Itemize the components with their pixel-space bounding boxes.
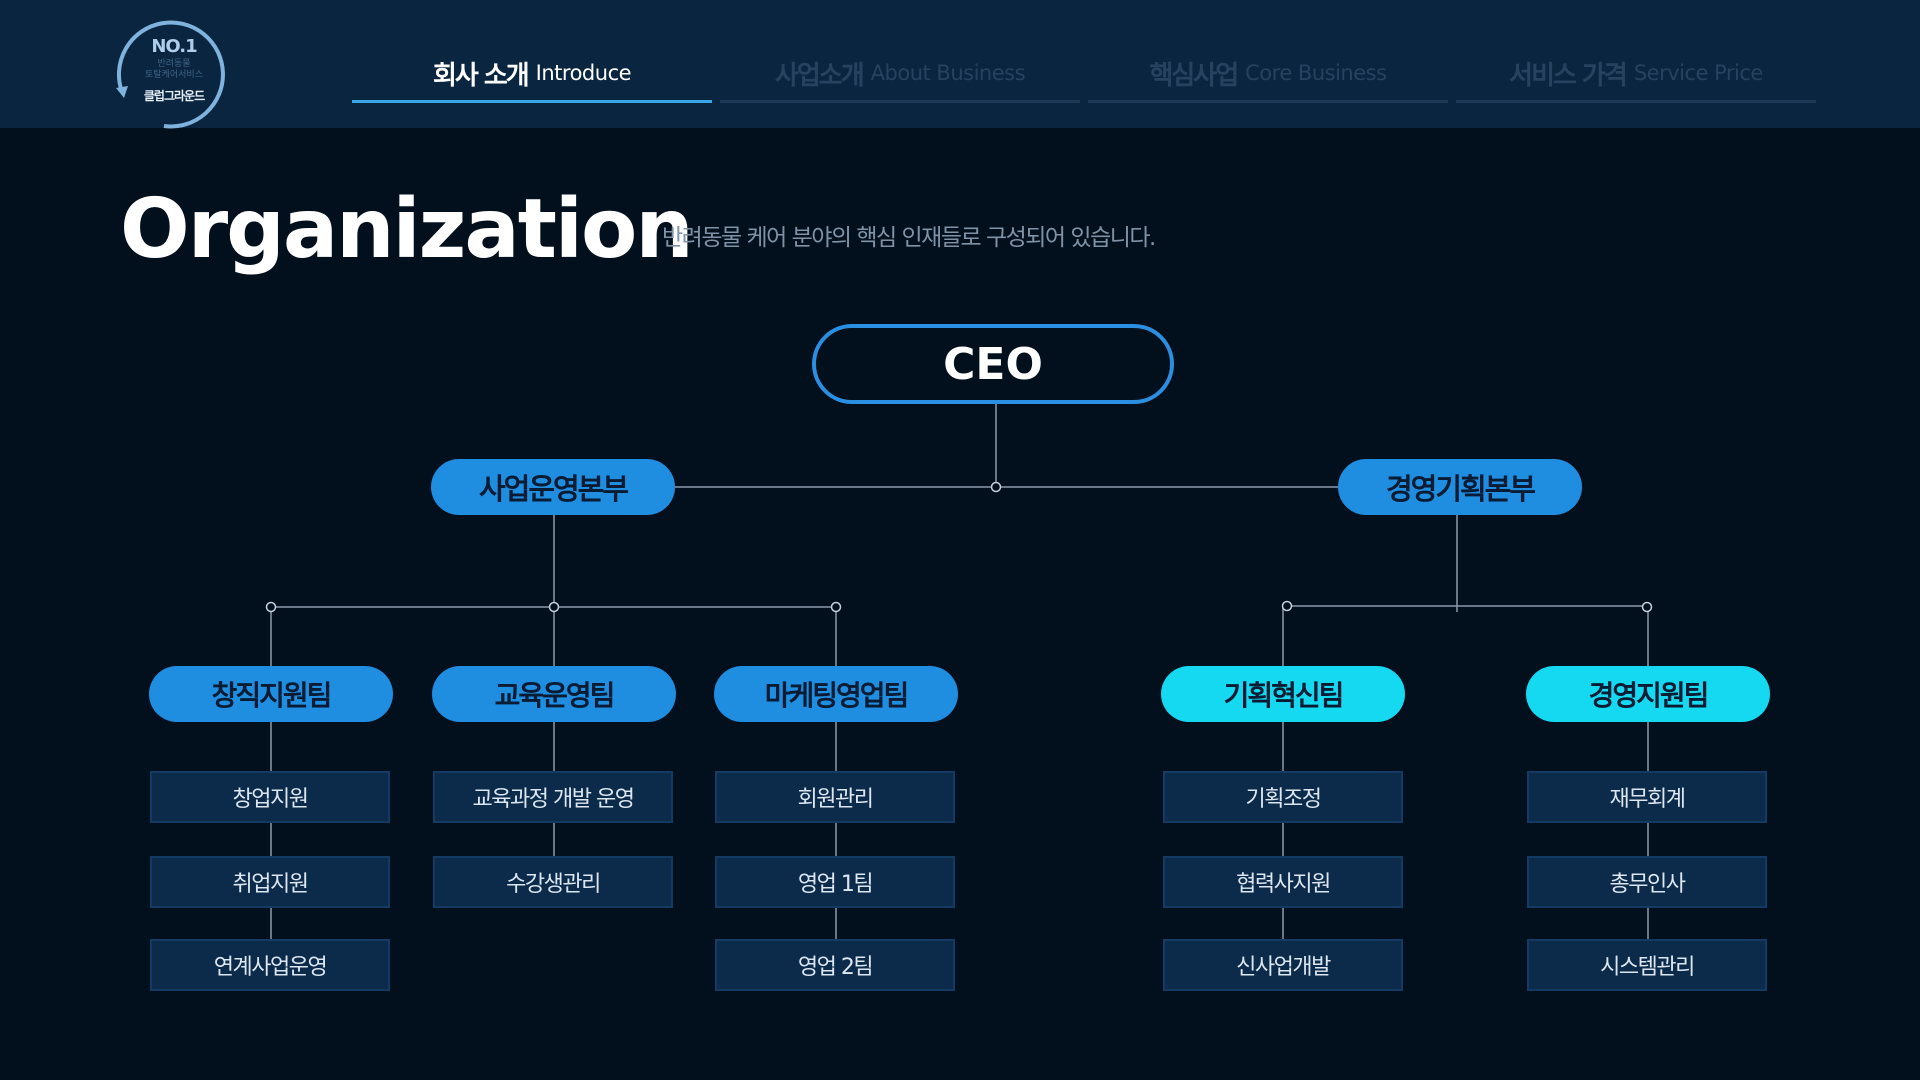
org-item: 영업 1팀 xyxy=(715,856,955,908)
org-team-education-ops: 교육운영팀 xyxy=(432,666,676,722)
org-item: 신사업개발 xyxy=(1163,939,1403,991)
nav-tab-label-ko: 핵심사업 xyxy=(1149,60,1239,91)
junction-dot xyxy=(265,601,277,613)
org-division-business-ops: 사업운영본부 xyxy=(431,459,675,515)
org-item: 창업지원 xyxy=(150,771,390,823)
org-item: 교육과정 개발 운영 xyxy=(433,771,673,823)
org-item: 취업지원 xyxy=(150,856,390,908)
nav-tab-core-business[interactable]: 핵심사업 Core Business xyxy=(1088,46,1448,103)
junction-dot xyxy=(830,601,842,613)
nav-tab-label-en: Core Business xyxy=(1245,61,1387,85)
org-item: 수강생관리 xyxy=(433,856,673,908)
logo-tagline-1: 반려동물 xyxy=(157,59,191,69)
org-item: 시스템관리 xyxy=(1527,939,1767,991)
logo-tagline-2: 토탈케어서비스 xyxy=(145,70,203,80)
nav-tab-service-price[interactable]: 서비스 가격 Service Price xyxy=(1456,46,1816,103)
org-division-management-planning: 경영기획본부 xyxy=(1338,459,1582,515)
org-item: 연계사업운영 xyxy=(150,939,390,991)
junction-dot xyxy=(1281,600,1293,612)
logo-ring-icon xyxy=(116,20,225,129)
nav-tab-introduce[interactable]: 회사 소개 Introduce xyxy=(352,46,712,103)
logo[interactable]: NO.1 반려동물 토탈케어서비스 클럽그라운드 xyxy=(112,14,236,132)
org-item: 총무인사 xyxy=(1527,856,1767,908)
page-subtitle: 반려동물 케어 분야의 핵심 인재들로 구성되어 있습니다. xyxy=(662,225,1156,251)
nav-tab-label-ko: 회사 소개 xyxy=(432,60,530,91)
org-item: 협력사지원 xyxy=(1163,856,1403,908)
nav-tab-label-en: Introduce xyxy=(535,61,632,85)
logo-brand: 클럽그라운드 xyxy=(143,89,205,103)
org-team-planning-innovation: 기획혁신팀 xyxy=(1161,666,1405,722)
nav-tab-label-en: Service Price xyxy=(1633,61,1764,85)
page-title: Organization xyxy=(120,182,694,277)
junction-dot xyxy=(548,601,560,613)
org-team-startup-support: 창직지원팀 xyxy=(149,666,393,722)
org-item: 회원관리 xyxy=(715,771,955,823)
org-item: 영업 2팀 xyxy=(715,939,955,991)
org-item: 기획조정 xyxy=(1163,771,1403,823)
org-team-marketing-sales: 마케팅영업팀 xyxy=(714,666,958,722)
logo-tagline: 반려동물 토탈케어서비스 xyxy=(112,59,236,81)
top-bar: NO.1 반려동물 토탈케어서비스 클럽그라운드 회사 소개 Introduce… xyxy=(0,0,1920,129)
nav-tab-label-ko: 사업소개 xyxy=(774,60,865,91)
junction-dot xyxy=(990,481,1002,493)
org-item: 재무회계 xyxy=(1527,771,1767,823)
junction-dot xyxy=(1641,601,1653,613)
main-nav: 회사 소개 Introduce 사업소개 About Business 핵심사업… xyxy=(352,46,1816,103)
nav-tab-label-en: About Business xyxy=(870,61,1026,85)
nav-tab-about-business[interactable]: 사업소개 About Business xyxy=(720,46,1080,103)
nav-tab-label-ko: 서비스 가격 xyxy=(1509,60,1628,91)
org-ceo-node: CEO xyxy=(812,324,1174,404)
logo-badge: NO.1 xyxy=(151,36,197,57)
org-team-management-support: 경영지원팀 xyxy=(1526,666,1770,722)
